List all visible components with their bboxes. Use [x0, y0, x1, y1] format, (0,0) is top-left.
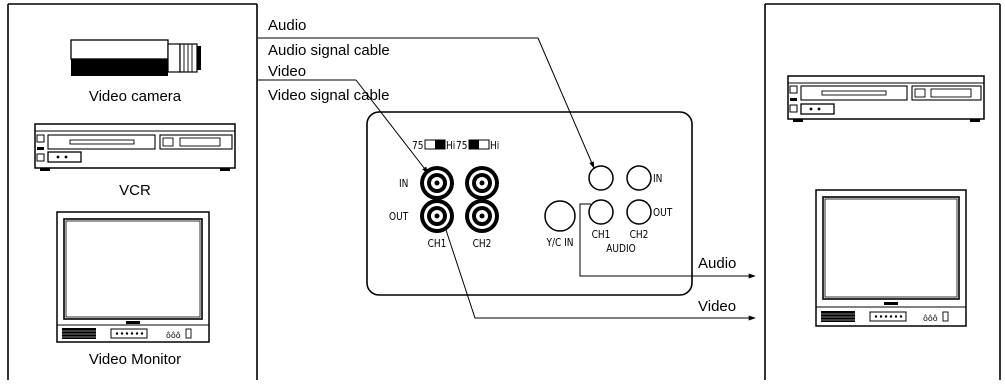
left-equipment-box: [7, 3, 258, 380]
video-ch2-label: CH2: [472, 237, 492, 250]
video-out-label: OUT: [389, 210, 409, 223]
audio-ch2-out-jack[interactable]: [626, 199, 652, 225]
audio-ch1-out-jack[interactable]: [588, 199, 614, 225]
video-monitor-icon-right: ôôô: [815, 189, 967, 327]
video-output-cable: [444, 226, 756, 321]
audio-ch1-in-jack[interactable]: [588, 165, 614, 191]
audio-output-cable: [579, 203, 756, 279]
svg-text:ôôô: ôôô: [166, 330, 181, 340]
audio-output-label: Audio: [698, 255, 737, 272]
video-input-cable-arrow: [355, 79, 429, 174]
video-cable-heading: Video: [268, 63, 307, 80]
audio-cable-heading: Audio: [268, 17, 307, 34]
video-monitor-icon-left: ôôô: [56, 211, 210, 343]
bnc-ch2-out[interactable]: [465, 199, 499, 233]
video-in-label: IN: [399, 177, 409, 190]
vcr-label: VCR: [119, 182, 151, 199]
switch-ch1-75-label: 75: [412, 139, 424, 152]
audio-out-label: OUT: [653, 206, 673, 219]
switch-ch1-hi-label: Hi: [446, 139, 456, 152]
video-camera-icon: [70, 39, 201, 76]
audio-input-cable-arrow: [537, 37, 595, 169]
audio-ch2-in-jack[interactable]: [626, 165, 652, 191]
yc-in-jack[interactable]: [544, 200, 576, 232]
audio-section-label: AUDIO: [606, 242, 636, 255]
right-equipment-box: [764, 3, 1001, 380]
video-cable-label: Video signal cable: [268, 87, 390, 104]
cables: [258, 37, 756, 321]
switch-ch2-75-label: 75: [456, 139, 468, 152]
audio-ch1-label: CH1: [591, 228, 611, 241]
yc-in-label: Y/C IN: [546, 236, 574, 249]
video-output-label: Video: [698, 298, 737, 315]
device-rear-panel: [366, 111, 693, 296]
audio-in-label: IN: [653, 172, 663, 185]
bnc-ch1-in[interactable]: [420, 166, 454, 200]
audio-ch2-label: CH2: [629, 228, 649, 241]
camera-label: Video camera: [88, 88, 182, 105]
switch-ch2-hi-label: Hi: [490, 139, 500, 152]
video-ch1-label: CH1: [427, 237, 447, 250]
audio-cable-label: Audio signal cable: [268, 42, 390, 59]
vcr-icon-right: [787, 75, 985, 122]
bnc-ch2-in[interactable]: [465, 166, 499, 200]
bnc-ch1-out[interactable]: [420, 199, 454, 233]
vcr-icon-left: [34, 123, 236, 171]
svg-text:ôôô: ôôô: [923, 313, 938, 323]
monitor-label: Video Monitor: [88, 351, 182, 368]
